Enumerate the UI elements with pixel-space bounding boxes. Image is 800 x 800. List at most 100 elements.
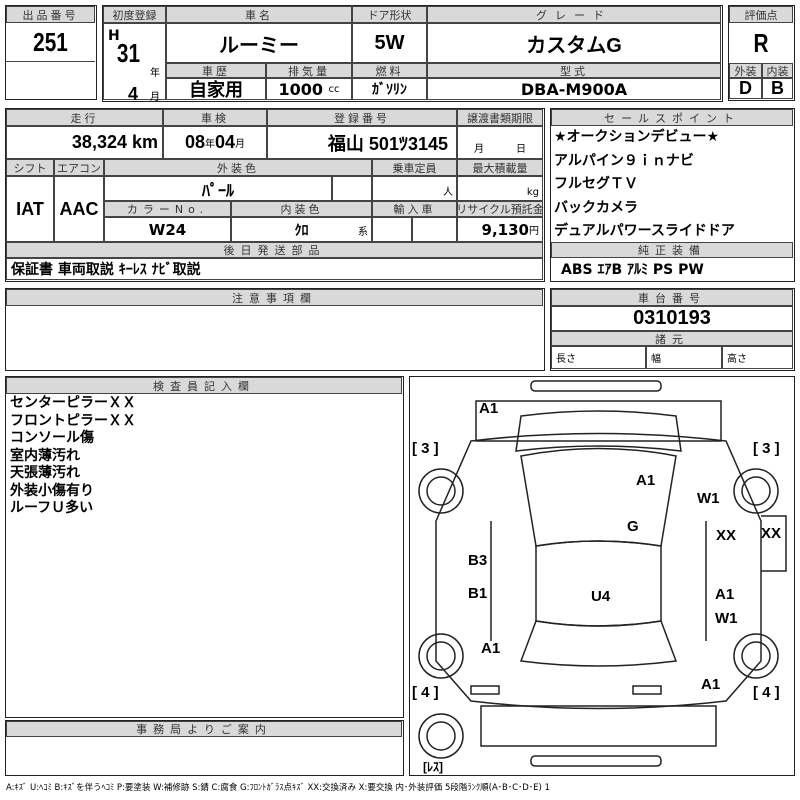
insp-year-unit: 年 bbox=[205, 139, 215, 150]
first-reg-month: 4 bbox=[128, 84, 139, 104]
max-load: kg bbox=[457, 176, 543, 201]
inspector-line: フロントピラーＸＸ bbox=[10, 412, 136, 429]
door-type: 5W bbox=[352, 23, 427, 63]
ext-color-extra bbox=[332, 176, 372, 201]
inspector-line: ルーフＵ多い bbox=[10, 500, 94, 516]
mark-tire-rr: [ 4 ] bbox=[753, 684, 780, 701]
capacity-label: 乗車定員 bbox=[372, 159, 457, 176]
insp-month-unit: 月 bbox=[235, 139, 246, 150]
car-name: ルーミー bbox=[166, 23, 352, 63]
history-label: 車歴 bbox=[166, 63, 266, 78]
inspector-notes: センターピラーＸＸ フロントピラーＸＸ コンソール傷 室内薄汚れ 天張薄汚れ 外… bbox=[6, 395, 136, 518]
mark-b1: B1 bbox=[468, 585, 488, 602]
import-cell-1 bbox=[372, 217, 412, 242]
mark-tire-rl: [ 4 ] bbox=[412, 684, 439, 701]
car-outline-icon bbox=[418, 380, 787, 767]
inspection-label: 車検 bbox=[163, 109, 267, 126]
equipment: ABS ｴｱB ｱﾙﾐ PS PW bbox=[561, 262, 704, 278]
mark-w1-fender: W1 bbox=[697, 490, 720, 507]
first-reg-year: 31 bbox=[116, 38, 141, 68]
era: H bbox=[108, 28, 120, 44]
fuel: ｶﾞｿﾘﾝ bbox=[352, 78, 427, 100]
chassis-label: 車台番号 bbox=[551, 289, 793, 306]
recycle-label: リサイクル預託金 bbox=[456, 201, 544, 217]
transfer-day: 日 bbox=[516, 144, 526, 155]
later-parts-label: 後日発送部品 bbox=[6, 242, 543, 258]
model-label: 型式 bbox=[427, 63, 721, 78]
recycle-value: 9,130 bbox=[481, 220, 529, 239]
max-load-label: 最大積載量 bbox=[457, 159, 543, 176]
plate-label: 登録番号 bbox=[267, 109, 457, 126]
specs-label: 諸元 bbox=[551, 331, 793, 346]
ext-color-label: 外装色 bbox=[104, 159, 372, 176]
displacement: 1000 cc bbox=[266, 78, 352, 100]
ext-label: 外装 bbox=[729, 63, 762, 78]
score-box: 評価点 R 外装 内装 D B bbox=[728, 5, 795, 101]
spec-height: 高さ bbox=[722, 346, 793, 369]
mark-a1-rear-r: A1 bbox=[701, 676, 721, 693]
mark-w1-rdoor: W1 bbox=[715, 610, 738, 627]
inspector-label: 検査員記入欄 bbox=[6, 377, 402, 394]
vehicle-box: 初度登録 車名 ドア形状 グレード H 31 年 4 月 ルーミー 5W カスタ… bbox=[102, 5, 723, 104]
office-label: 事務局よりご案内 bbox=[6, 721, 402, 737]
transfer-label: 譲渡書類期限 bbox=[457, 109, 543, 126]
mark-a1-hood: A1 bbox=[636, 472, 656, 489]
model: DBA-M900A bbox=[427, 78, 721, 100]
displacement-label: 排気量 bbox=[266, 63, 352, 78]
insp-month: 04 bbox=[215, 132, 236, 152]
grade-label: グレード bbox=[427, 6, 721, 23]
int-color: ｸﾛ系 bbox=[231, 217, 372, 242]
aircon-label: エアコン bbox=[54, 159, 104, 176]
sales-item: ★オークションデビュー★ bbox=[554, 129, 720, 145]
spec-length: 長さ bbox=[551, 346, 646, 369]
sales-label: セールスポイント bbox=[551, 109, 793, 126]
transfer: 月日 bbox=[457, 126, 543, 159]
sales-list: ★オークションデビュー★ アルパイン９ｉｎナビ フルセグＴＶ バックカメラ デュ… bbox=[551, 126, 793, 244]
displacement-unit: cc bbox=[328, 83, 340, 95]
lot-label: 出品番号 bbox=[6, 6, 95, 23]
int-color-value: ｸﾛ bbox=[294, 222, 309, 239]
color-no-label: カラーNo. bbox=[104, 201, 231, 217]
int-score: B bbox=[762, 78, 793, 99]
transfer-month: 月 bbox=[474, 144, 484, 155]
inspector-line: 天張薄汚れ bbox=[10, 465, 80, 481]
lot-box: 出品番号 251 bbox=[5, 5, 97, 100]
mark-g-glass: G bbox=[627, 518, 639, 535]
first-reg-label: 初度登録 bbox=[103, 6, 166, 23]
mark-spare: [ﾚｽ] bbox=[423, 760, 443, 774]
notes-box: 注意事項欄 bbox=[5, 288, 545, 371]
fuel-label: 燃料 bbox=[352, 63, 427, 78]
shift: IAT bbox=[6, 176, 54, 242]
sales-item: バックカメラ bbox=[554, 199, 638, 216]
inspector-line: コンソール傷 bbox=[10, 430, 94, 446]
car-name-label: 車名 bbox=[166, 6, 352, 23]
aircon: AAC bbox=[54, 176, 104, 242]
mark-u4-roof: U4 bbox=[591, 588, 611, 605]
sales-item: フルセグＴＶ bbox=[554, 176, 638, 192]
mark-a1-rear-l: A1 bbox=[481, 640, 501, 657]
mark-tire-fl: [ 3 ] bbox=[412, 440, 439, 457]
history: 自家用 bbox=[166, 78, 266, 100]
displacement-value: 1000 bbox=[278, 79, 323, 99]
capacity: 人 bbox=[372, 176, 457, 201]
import-label: 輸入車 bbox=[372, 201, 457, 217]
int-label: 内装 bbox=[762, 63, 793, 78]
int-color-label: 内装色 bbox=[231, 201, 372, 217]
insp-year: 08 bbox=[184, 132, 205, 152]
inspector-line: センターピラーＸＸ bbox=[10, 395, 136, 411]
recycle-unit: 円 bbox=[529, 226, 539, 237]
sales-item: アルパイン９ｉｎナビ bbox=[554, 152, 694, 169]
damage-diagram: A1 [ 3 ] [ 3 ] A1 W1 G XX XX B3 B1 U4 A1… bbox=[409, 376, 795, 776]
ext-color: ﾊﾟｰﾙ bbox=[104, 176, 332, 201]
sales-box: セールスポイント ★オークションデビュー★ アルパイン９ｉｎナビ フルセグＴＶ … bbox=[550, 108, 795, 282]
ext-score: D bbox=[729, 78, 762, 99]
mark-xx-side: XX bbox=[761, 525, 782, 542]
mileage-label: 走行 bbox=[6, 109, 163, 126]
month-unit: 月 bbox=[150, 92, 160, 103]
mark-b3: B3 bbox=[468, 552, 488, 569]
shift-label: シフト bbox=[6, 159, 54, 176]
later-parts: 保証書 車両取説 ｷｰﾚｽ ﾅﾋﾞ取説 bbox=[6, 258, 543, 280]
door-label: ドア形状 bbox=[352, 6, 427, 23]
